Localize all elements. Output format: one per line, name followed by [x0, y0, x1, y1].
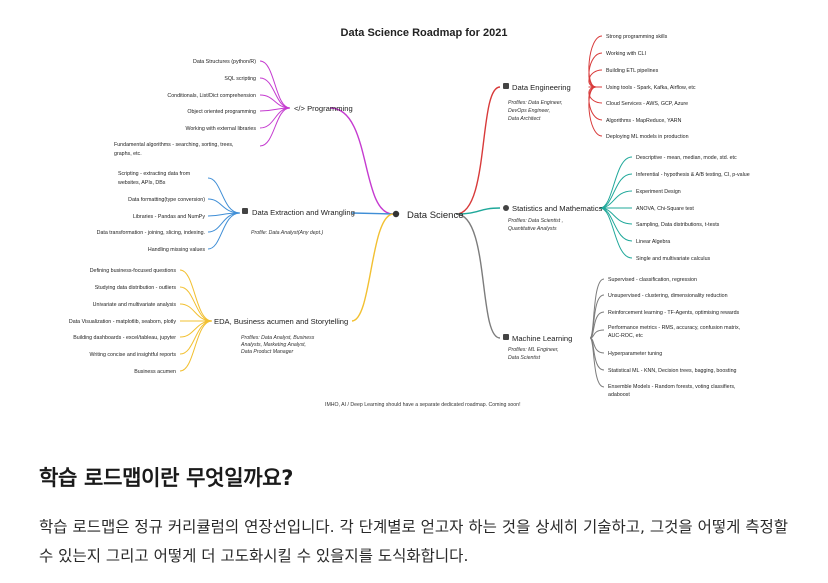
profile-text: Profiles: Data Analyst, Business — [241, 335, 315, 341]
eda-connectors — [179, 269, 213, 372]
list-item: Data Structures (python/R) — [193, 59, 256, 65]
programming-connectors — [259, 60, 291, 147]
list-item: Scripting - extracting data from — [118, 171, 191, 177]
list-item: Studying data distribution - outliers — [95, 285, 177, 291]
server-icon — [503, 83, 509, 89]
list-item: Data Visualization - matplotlib, seaborn… — [69, 319, 176, 325]
list-item: Object oriented programming — [187, 109, 256, 115]
list-item: Working with external libraries — [185, 126, 256, 132]
ml-items: Supervised - classification, regression … — [608, 277, 740, 398]
eda-items: Defining business-focused questions Stud… — [69, 268, 176, 375]
list-item: Working with CLI — [606, 51, 646, 57]
database-icon — [242, 208, 248, 214]
branch-eda: EDA, Business acumen and Storytelling — [214, 317, 348, 326]
main-connectors — [329, 86, 501, 339]
list-item: Using tools - Spark, Kafka, Airflow, etc — [606, 85, 696, 91]
list-item: websites, APIs, DBs — [118, 180, 166, 186]
branch-engineering: Data Engineering — [512, 83, 571, 92]
list-item: Strong programming skills — [606, 34, 668, 40]
list-item: Data transformation - joining, slicing, … — [97, 230, 205, 236]
profile-text: DevOps Engineer, — [508, 108, 550, 114]
branch-statistics: Statistics and Mathematics — [512, 204, 603, 213]
profile-text: Data Architect — [508, 116, 541, 122]
engineering-items: Strong programming skills Working with C… — [606, 34, 696, 140]
profile-text: Data Product Manager — [241, 349, 293, 355]
footnote: IMHO, AI / Deep Learning should have a s… — [325, 402, 521, 408]
list-item: Inferential - hypothesis & A/B testing, … — [636, 172, 750, 178]
center-label: Data Science — [407, 210, 464, 221]
list-item: Linear Algebra — [636, 239, 670, 245]
list-item: Libraries - Pandas and NumPy — [133, 214, 205, 220]
list-item: Unsupervised - clustering, dimensionalit… — [608, 293, 728, 299]
diagram-title: Data Science Roadmap for 2021 — [341, 27, 508, 39]
profile-text: Data Scientist — [508, 355, 541, 361]
person-icon — [392, 210, 400, 218]
profile-text: Analysts, Marketing Analyst, — [240, 342, 306, 348]
list-item: Building ETL pipelines — [606, 68, 659, 74]
stats-icon — [503, 205, 509, 211]
list-item: Reinforcement learning - TF-Agents, opti… — [608, 310, 740, 316]
gear-icon — [503, 334, 509, 340]
list-item: Supervised - classification, regression — [608, 277, 697, 283]
branch-ml: Machine Learning — [512, 334, 572, 343]
article-heading: 학습 로드맵이란 무엇일까요? — [39, 466, 294, 490]
list-item: Univariate and multivariate analysis — [93, 302, 177, 308]
list-item: Experiment Design — [636, 189, 681, 195]
profile-text: Quantitative Analysts — [508, 226, 557, 232]
article-paragraph: 학습 로드맵은 정규 커리큘럼의 연장선입니다. 각 단계별로 얻고자 하는 것… — [39, 518, 789, 565]
branch-programming: </> Programming — [294, 104, 353, 113]
profile-text: Profiles: ML Engineer, — [508, 347, 559, 353]
profile-text: Profiles: Data Scientist , — [508, 218, 563, 224]
list-item: Ensemble Models - Random forests, voting… — [608, 384, 735, 390]
ml-connectors — [589, 278, 605, 388]
list-item: Conditionals, List/Dict comprehension — [167, 93, 256, 99]
list-item: Deploying ML models in production — [606, 134, 689, 140]
list-item: adaboost — [608, 392, 630, 398]
engineering-connectors — [588, 35, 603, 137]
list-item: Handling missing values — [148, 247, 205, 253]
list-item: Sampling, Data distributions, t-tests — [636, 222, 720, 228]
programming-items: Data Structures (python/R) SQL scripting… — [114, 59, 256, 157]
list-item: SQL scripting — [224, 76, 256, 82]
list-item: Hyperparameter tuning — [608, 351, 662, 357]
center-node: Data Science — [392, 210, 464, 221]
list-item: Algorithms - MapReduce, YARN — [606, 118, 682, 124]
list-item: Building dashboards - excel/tableau, jup… — [73, 335, 176, 341]
extraction-items: Scripting - extracting data from website… — [97, 171, 206, 253]
list-item: Writing concise and insightful reports — [90, 352, 177, 358]
list-item: Statistical ML - KNN, Decision trees, ba… — [608, 368, 737, 374]
branch-extraction: Data Extraction and Wrangling — [252, 208, 355, 217]
roadmap-mindmap: Data Science Roadmap for 2021 Data Scien… — [69, 27, 750, 408]
list-item: Business acumen — [134, 369, 176, 375]
extraction-connectors — [207, 177, 241, 250]
list-item: Fundamental algorithms - searching, sort… — [114, 142, 234, 148]
list-item: Single and multivariate calculus — [636, 256, 711, 262]
list-item: AUC-ROC, etc — [608, 333, 643, 339]
list-item: Cloud Services - AWS, GCP, Azure — [606, 101, 688, 107]
list-item: ANOVA, Chi-Square test — [636, 206, 694, 212]
list-item: Descriptive - mean, median, mode, std. e… — [636, 155, 737, 161]
list-item: Data formatting(type conversion) — [128, 197, 205, 203]
statistics-connectors — [599, 156, 633, 259]
statistics-items: Descriptive - mean, median, mode, std. e… — [636, 155, 750, 262]
profile-text: Profiles: Data Engineer, — [508, 100, 563, 106]
list-item: Defining business-focused questions — [90, 268, 177, 274]
profile-text: Profile: Data Analyst(Any dept.) — [251, 230, 323, 236]
list-item: graphs, etc. — [114, 151, 142, 157]
list-item: Performance metrics - RMS, accuracy, con… — [608, 325, 740, 331]
